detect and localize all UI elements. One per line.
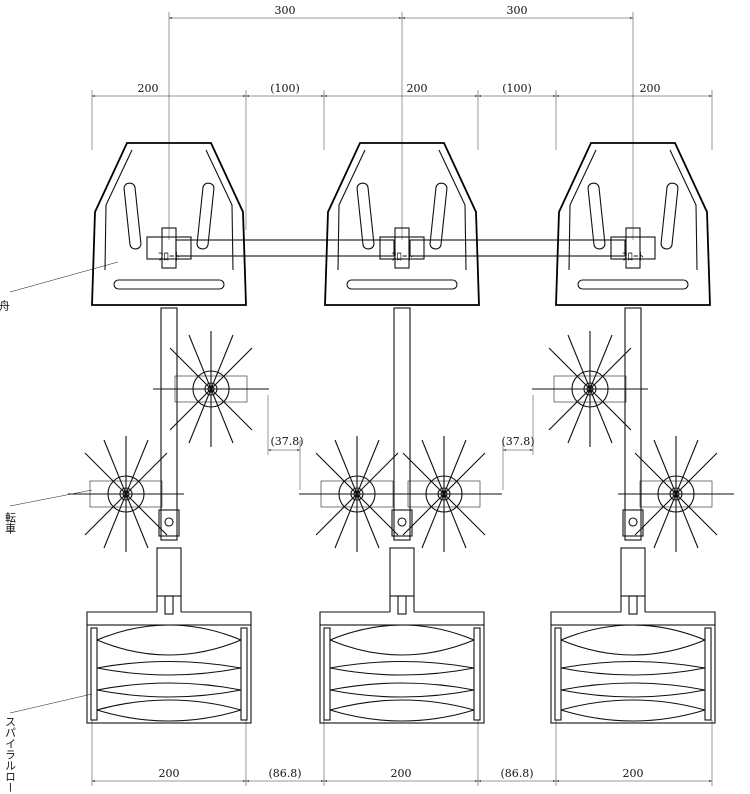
floats: [91, 142, 711, 306]
label-roller: スパイラルローラー: [4, 716, 17, 794]
dim-bottom-3: 200: [391, 767, 412, 780]
leader-lines: [9, 261, 119, 714]
dim-second-5: 200: [640, 82, 661, 95]
label-rotor: 転車: [4, 512, 17, 535]
float-center: [324, 142, 480, 306]
dim-second-1: 200: [138, 82, 159, 95]
roller-right: [550, 596, 716, 724]
dim-top-1: 300: [275, 4, 296, 17]
roller-center: [319, 596, 485, 724]
dim-bottom-5: 200: [623, 767, 644, 780]
dim-bottom-1: 200: [159, 767, 180, 780]
rotor-center-left: [299, 436, 415, 552]
dim-second-3: 200: [407, 82, 428, 95]
spiral-rollers: [86, 596, 716, 724]
callout-labels: 舟 転車 スパイラルローラー: [0, 299, 17, 794]
struts: [156, 307, 646, 615]
rotor-center-right: [386, 436, 502, 552]
dim-bottom-2: (86.8): [268, 767, 301, 780]
dimension-lines: [91, 12, 713, 786]
brackets: ﾌﾛｰﾄ ﾌﾛｰﾄ ﾌﾛｰﾄ: [146, 227, 656, 269]
float-right: [555, 142, 711, 306]
tiny-label-left: ﾌﾛｰﾄ: [158, 250, 180, 263]
dim-bottom-4: (86.8): [500, 767, 533, 780]
rotors: [68, 331, 734, 552]
dim-second-4: (100): [502, 82, 532, 95]
tiny-label-center: ﾌﾛｰﾄ: [391, 250, 413, 263]
dim-middle-1: (37.8): [270, 435, 303, 448]
rotor-right-upper: [532, 331, 648, 447]
label-float: 舟: [0, 299, 11, 311]
dim-second-2: (100): [270, 82, 300, 95]
rotor-left-lower: [68, 436, 184, 552]
dim-middle-2: (37.8): [501, 435, 534, 448]
rotor-right-lower: [618, 436, 734, 552]
rotor-left-upper: [153, 331, 269, 447]
float-left: [91, 142, 247, 306]
dim-top-2: 300: [507, 4, 528, 17]
dimension-texts: 300 300 200 (100) 200 (100) 200 (37.8) (…: [138, 4, 661, 780]
roller-left: [86, 596, 252, 724]
tiny-label-right: ﾌﾛｰﾄ: [622, 250, 644, 263]
